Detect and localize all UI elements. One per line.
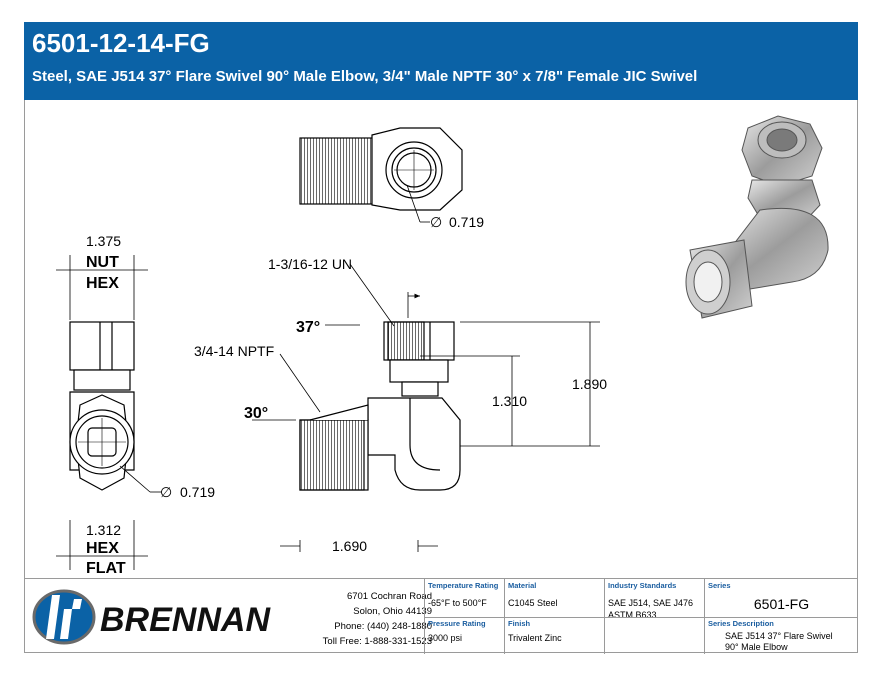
finish: Trivalent Zinc xyxy=(508,633,562,643)
series-description-1: SAE J514 37° Flare Swivel xyxy=(725,631,833,641)
top-diameter-value: 0.719 xyxy=(449,214,484,230)
temperature-rating-label: Temperature Rating xyxy=(428,581,499,590)
industry-standards-label: Industry Standards xyxy=(608,581,677,590)
brand-name: BRENNAN xyxy=(100,601,271,639)
material-finish-cell: Material C1045 Steel Finish Trivalent Zi… xyxy=(504,579,604,654)
nut-hex-label-2: HEX xyxy=(86,275,119,292)
jic-thread-spec: 1-3/16-12 UN xyxy=(268,256,352,272)
series-label: Series xyxy=(708,581,731,590)
elbow-elevation xyxy=(252,263,600,552)
dim-length: 1.690 xyxy=(332,538,367,554)
phone-line: Phone: (440) 248-1880 xyxy=(334,621,432,632)
finish-label: Finish xyxy=(508,619,531,628)
temperature-pressure-cell: Temperature Rating -65°F to 500°F Pressu… xyxy=(424,579,504,654)
address-line: 6701 Cochran Road xyxy=(346,591,432,602)
series-description-label: Series Description xyxy=(708,619,774,628)
top-diameter-symbol: ∅ xyxy=(430,214,442,230)
industry-standards-cell: Industry Standards SAE J514, SAE J476 AS… xyxy=(604,579,704,654)
dim-height-inner: 1.310 xyxy=(492,393,527,409)
material-label: Material xyxy=(508,581,537,590)
temperature-rating: -65°F to 500°F xyxy=(428,598,487,608)
hex-flat-label-2: FLAT xyxy=(86,560,126,577)
toll-free-line: Toll Free: 1-888-331-1523 xyxy=(322,636,432,647)
hex-flat-label-1: HEX xyxy=(86,540,119,557)
part-description: Steel, SAE J514 37° Flare Swivel 90° Mal… xyxy=(32,68,698,85)
part-number: 6501-12-14-FG xyxy=(32,28,210,58)
top-view xyxy=(299,127,463,223)
nut-hex-label-1: NUT xyxy=(86,254,119,271)
title-block-divider xyxy=(424,617,857,618)
side-diameter-value: 0.719 xyxy=(180,484,215,500)
address-line: Solon, Ohio 44139 xyxy=(353,606,432,617)
pressure-rating: 3000 psi xyxy=(428,633,463,643)
industry-standard-1: SAE J514, SAE J476 xyxy=(608,598,694,608)
jic-flare-angle: 37° xyxy=(296,319,320,336)
side-diameter-symbol: ∅ xyxy=(160,484,172,500)
nut-hex-size: 1.375 xyxy=(86,233,121,249)
npt-thread-spec: 3/4-14 NPTF xyxy=(194,343,274,359)
nut-side-view xyxy=(56,255,162,570)
fitting-3d-render xyxy=(685,115,829,319)
title-banner: 6501-12-14-FG Steel, SAE J514 37° Flare … xyxy=(24,22,858,100)
material: C1045 Steel xyxy=(508,598,558,608)
brennan-logo: BRENNAN xyxy=(32,589,271,645)
hex-flat-size: 1.312 xyxy=(86,522,121,538)
company-address: 6701 Cochran Road Solon, Ohio 44139 Phon… xyxy=(286,589,432,649)
pressure-rating-label: Pressure Rating xyxy=(428,619,486,628)
npt-angle: 30° xyxy=(244,405,268,422)
series-value: 6501-FG xyxy=(753,596,810,612)
series-description-2: 90° Male Elbow xyxy=(725,642,788,652)
industry-standard-2: ASTM B633 xyxy=(608,610,657,620)
series-cell: Series 6501-FG Series Description SAE J5… xyxy=(704,579,857,654)
title-block: BRENNAN 6701 Cochran Road Solon, Ohio 44… xyxy=(24,578,858,654)
dim-height-outer: 1.890 xyxy=(572,376,607,392)
